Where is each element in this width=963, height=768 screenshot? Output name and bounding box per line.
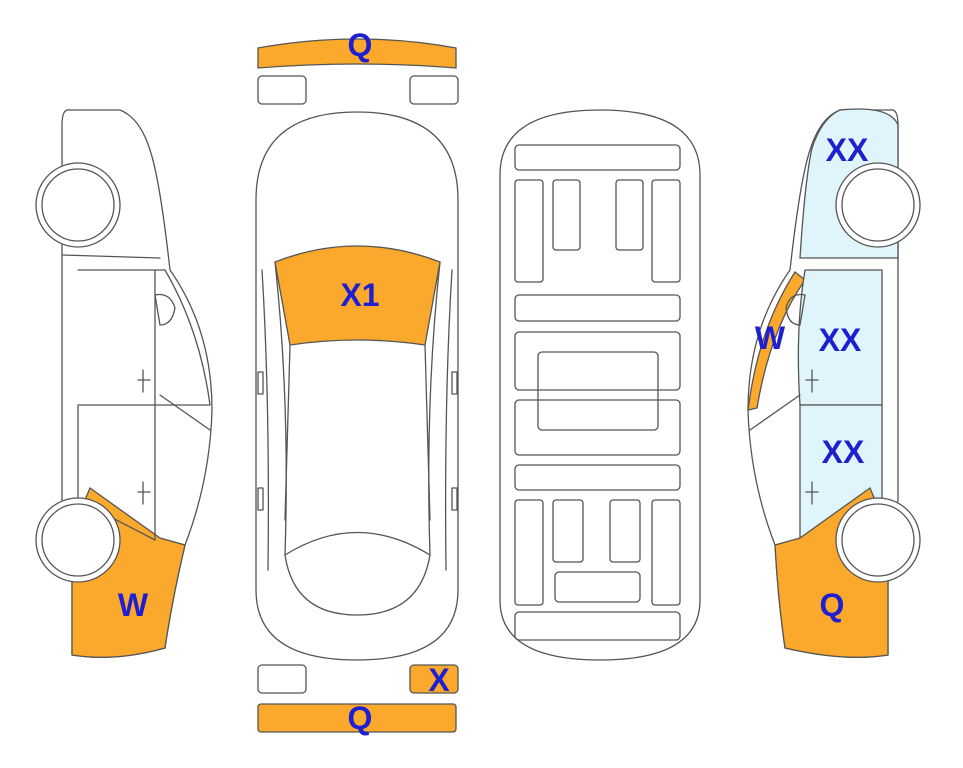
left-side-mirror [154,293,176,326]
rear-right-light-label: X [428,662,450,698]
right-a-pillar[interactable] [747,271,806,411]
right-front-door-label: XX [819,322,862,358]
right-side-mirror [785,293,806,326]
right-front-fender-label: XX [826,132,869,168]
front-bumper[interactable] [257,38,457,69]
top-view-right-window [444,269,453,571]
underbody-outline [499,109,701,661]
underbody-view [499,109,701,661]
left-side-window-line [77,269,211,406]
left-front-door-handle [137,369,151,393]
right-rear-door-label: XX [822,434,865,470]
left-side-view: W [35,109,213,658]
front-left-light [257,75,307,105]
left-front-wheel [35,162,121,248]
top-view-rear-window [284,531,431,616]
rear-bumper[interactable] [257,703,457,733]
top-view-left-inner [274,261,287,556]
right-front-wheel [835,162,921,248]
top-view-roof-line [284,344,431,521]
right-side-view: XX W XX XX Q [747,108,921,658]
left-rear-door-handle [137,481,151,505]
right-rear-wheel [835,497,921,583]
rear-left-light [257,664,307,694]
right-rear-door-handle [805,481,819,505]
hood-label: X1 [340,277,379,313]
left-side-roof-line [61,254,161,259]
right-front-door-handle [805,369,819,393]
left-rear-wheel [35,497,121,583]
top-view-left-window [261,269,270,571]
front-bumper-label: Q [348,27,373,63]
top-view-body [255,111,459,661]
left-rear-quarter-label: W [118,587,149,623]
right-a-pillar-label: W [755,320,786,356]
right-side-glass-line [749,394,801,431]
front-right-light [409,75,459,105]
top-view: Q X1 X Q [255,27,459,736]
rear-bumper-label: Q [348,700,373,736]
top-view-right-inner [428,261,441,556]
rear-right-light[interactable] [409,664,459,694]
left-side-glass-line [159,394,211,431]
right-rear-quarter-label: Q [820,587,845,623]
